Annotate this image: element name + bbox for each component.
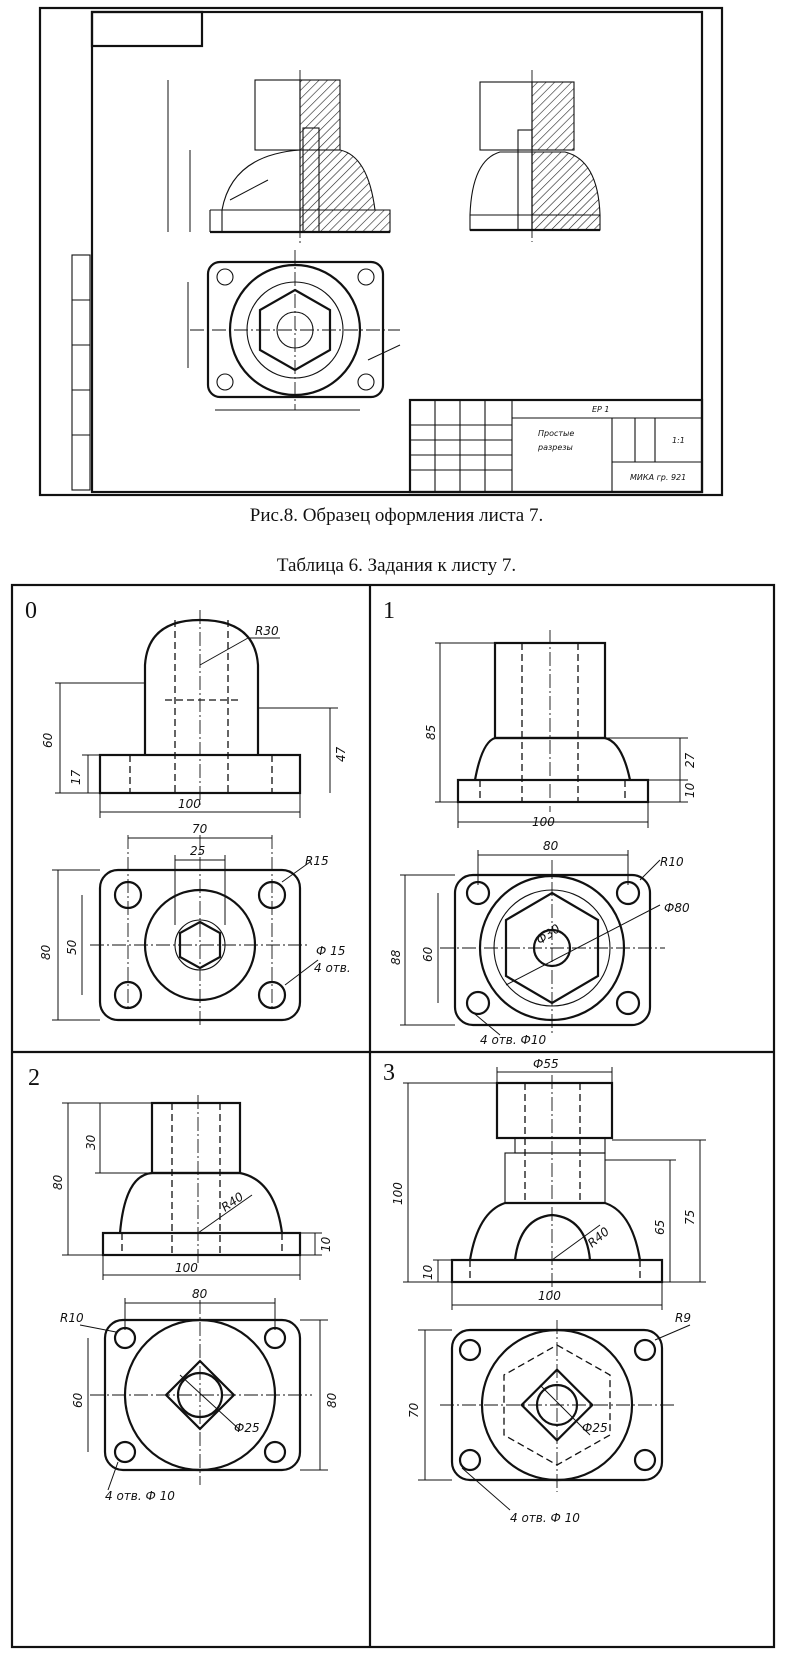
v2-dim-80: 80: [51, 1174, 65, 1190]
v3-dim-r40: R40: [585, 1224, 612, 1250]
figure-caption: Рис.8. Образец оформления листа 7.: [249, 505, 544, 526]
v3-dim-dia55: Ф55: [533, 1057, 559, 1071]
v1-dim-dia30: Ф30: [534, 921, 563, 947]
variant-0-drawing: R30 60 17 47 100 70 25 R15 80 50 Ф 15 4: [39, 610, 351, 1028]
v3-dim-100: 100: [391, 1182, 405, 1205]
v3-dim-width: 100: [538, 1289, 561, 1303]
v0-dim-70: 70: [192, 822, 208, 836]
v2-dim-60: 60: [71, 1392, 85, 1408]
v1-dim-88: 88: [389, 949, 403, 965]
v0-dim-r30: R30: [255, 624, 279, 638]
sheet-inner-frame: [90, 10, 704, 494]
v1-dim-10: 10: [683, 782, 697, 798]
variant-2-drawing: 30 80 R40 10 100 80 R10 60 80 Ф25 4 отв.…: [51, 1095, 339, 1503]
v2-dim-10: 10: [319, 1236, 333, 1252]
title-line-1: Простые: [538, 429, 574, 438]
variant-3-drawing: Ф55 100 10 R40 65 75 100 R9 70 Ф25 4 отв…: [391, 1057, 706, 1525]
v2-dim-dia25: Ф25: [234, 1421, 260, 1435]
sample-sheet: ЕР 1 Простые разрезы 1:1 МИКА гр. 921: [38, 6, 724, 497]
v3-dim-holes: 4 отв. Ф 10: [510, 1511, 580, 1525]
left-edge-strip: [71, 254, 91, 491]
v3-dim-10: 10: [421, 1264, 435, 1280]
v0-dim-25: 25: [190, 844, 205, 858]
v2-dim-holes: 4 отв. Ф 10: [105, 1489, 175, 1503]
title-line-2: разрезы: [537, 443, 573, 452]
v0-dim-47: 47: [334, 746, 348, 762]
sample-front-view: [167, 70, 391, 245]
v3-dim-r9: R9: [675, 1311, 691, 1325]
variant-3-number: 3: [383, 1060, 395, 1086]
title-group: МИКА гр. 921: [630, 473, 686, 482]
v0-dim-4holes: 4 отв.: [314, 961, 351, 975]
v1-dim-85: 85: [424, 725, 438, 740]
v3-dim-65: 65: [653, 1220, 667, 1235]
sample-top-view: [187, 250, 401, 411]
v3-dim-75: 75: [683, 1210, 697, 1225]
v0-dim-60: 60: [41, 732, 55, 748]
variant-1-drawing: 85 27 10 100 80 R10 Ф80 Ф30 88 60 4 отв.…: [389, 630, 697, 1047]
variant-0-number: 0: [25, 598, 37, 624]
table-caption: Таблица 6. Задания к листу 7.: [276, 555, 517, 576]
v3-dim-70: 70: [407, 1402, 421, 1418]
v0-dim-100: 100: [178, 797, 201, 811]
v1-dim-100: 100: [532, 815, 555, 829]
v1-dim-60: 60: [421, 946, 435, 962]
sample-side-view: [469, 70, 601, 242]
v1-dim-r10: R10: [660, 855, 684, 869]
v0-dim-dia15: Ф 15: [316, 944, 345, 958]
top-left-stamp: [90, 10, 204, 48]
v1-dim-holes: 4 отв. Ф10: [480, 1033, 546, 1047]
v2-dim-r10: R10: [60, 1311, 84, 1325]
v3-dim-dia25: Ф25: [582, 1421, 608, 1435]
title-scale: 1:1: [672, 436, 685, 445]
v1-dim-dia80: Ф80: [664, 901, 690, 915]
v0-dim-17: 17: [69, 769, 83, 785]
v0-dim-50: 50: [65, 939, 79, 955]
title-block: ЕР 1 Простые разрезы 1:1 МИКА гр. 921: [408, 398, 704, 494]
sheet-outer-border: [38, 6, 724, 497]
variant-1-number: 1: [383, 598, 395, 624]
v1-dim-80: 80: [543, 839, 559, 853]
v1-dim-27: 27: [683, 752, 697, 768]
v2-dim-30: 30: [84, 1134, 98, 1150]
v0-dim-80: 80: [39, 944, 53, 960]
task-table-grid: [10, 583, 776, 1649]
v2-dim-r40: R40: [219, 1189, 247, 1214]
v2-dim-80-right: 80: [325, 1392, 339, 1408]
variant-2-number: 2: [28, 1065, 40, 1091]
v2-dim-80-top: 80: [192, 1287, 208, 1301]
v0-dim-r15: R15: [305, 854, 329, 868]
title-sheet-code: ЕР 1: [592, 405, 610, 414]
v2-dim-100: 100: [175, 1261, 198, 1275]
